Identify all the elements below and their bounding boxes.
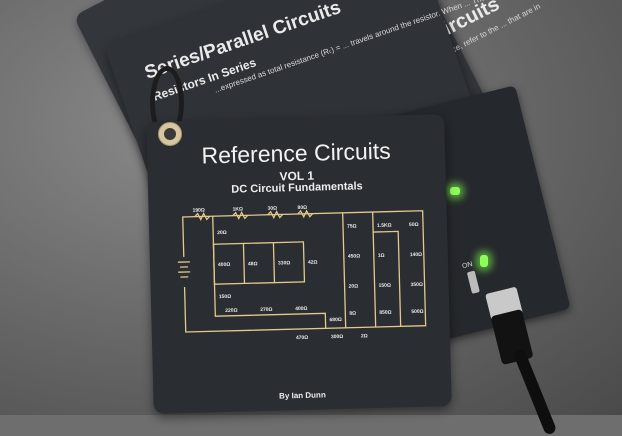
resistor-label: 220Ω [225, 308, 238, 314]
circuit-diagram: 190Ω 1KΩ 30Ω 80Ω 20Ω 400Ω 150Ω 48Ω 330Ω … [172, 200, 436, 347]
resistor-label: 300Ω [331, 334, 344, 340]
resistor-label: 150Ω [219, 294, 232, 300]
resistor-label: 850Ω [379, 310, 392, 316]
resistor-label: 20Ω [349, 283, 359, 289]
led-indicator-top [450, 187, 460, 195]
resistor-label: 80Ω [297, 205, 307, 211]
resistor-label: 42Ω [308, 260, 318, 266]
card-author: By Ian Dunn [153, 387, 451, 404]
resistor-label: 400Ω [218, 262, 231, 268]
resistor-label: 680Ω [329, 317, 342, 323]
resistor-label: 50Ω [409, 222, 419, 228]
resistor-label: 470Ω [296, 335, 309, 341]
resistor-label: 30Ω [267, 206, 277, 212]
resistor-label: 1Ω [378, 253, 385, 259]
resistor-label: 190Ω [192, 207, 205, 213]
resistor-label: 330Ω [278, 260, 291, 266]
resistor-label: 150Ω [379, 283, 392, 289]
resistor-label: 20Ω [217, 230, 227, 236]
front-card: Reference Circuits VOL 1 DC Circuit Fund… [146, 114, 452, 414]
switch-label: ON [461, 261, 473, 270]
resistor-label: 400Ω [295, 306, 308, 312]
resistor-label: 8Ω [349, 311, 356, 317]
resistor-label: 75Ω [347, 223, 357, 229]
resistor-label: 450Ω [348, 253, 361, 259]
resistor-label: 2Ω [361, 333, 368, 339]
resistor-label: 350Ω [411, 282, 424, 288]
resistor-label: 1.5KΩ [377, 223, 392, 229]
resistor-label: 48Ω [248, 261, 258, 267]
card-grommet [158, 122, 182, 146]
led-indicator-bottom [480, 255, 488, 267]
slide-switch[interactable] [467, 271, 480, 294]
resistor-label: 270Ω [260, 307, 273, 313]
resistor-label: 140Ω [410, 252, 423, 258]
resistor-label: 500Ω [411, 309, 424, 315]
resistor-label: 1KΩ [232, 206, 243, 212]
